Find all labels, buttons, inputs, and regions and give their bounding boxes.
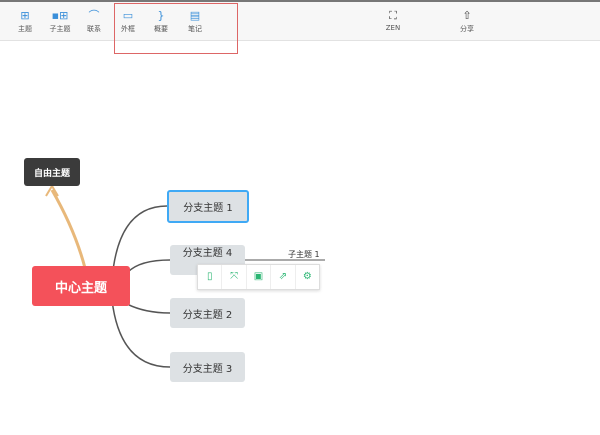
central-topic-node[interactable]: 中心主题 [32,266,130,306]
summary-button[interactable]: }概要 [144,8,178,34]
note-button[interactable]: ▤笔记 [178,8,212,34]
free-topic-connector [50,189,87,269]
title-bar-edge [0,0,600,2]
boundary-button[interactable]: ▭外框 [111,8,145,34]
mobile-icon[interactable]: ▯ [198,265,223,289]
summary-icon: } [157,9,165,22]
free-topic-node[interactable]: 自由主题 [24,158,80,186]
save-icon[interactable]: ▣ [247,265,272,289]
branch-topic-3[interactable]: 分支主题 3 [170,352,245,382]
subtopic-button[interactable]: ▪⊞子主题 [43,8,77,34]
fullscreen-icon: ⛶ [389,9,397,22]
boundary-icon: ▭ [122,9,134,22]
settings-icon[interactable]: ⚙ [302,271,312,282]
toolbar: ⊞主题 ▪⊞子主题 ⌒联系 ▭外框 }概要 ▤笔记 ⛶ZEN ⇧分享 [0,0,600,41]
relationship-button[interactable]: ⌒联系 [77,8,111,34]
relationship-icon: ⌒ [88,9,100,22]
subtopic-icon: ▪⊞ [51,9,69,22]
branch-line-4 [127,259,171,273]
note-icon: ▤ [189,9,201,22]
export-icon[interactable]: ⇗ [271,265,296,289]
topic-icon: ⊞ [20,9,30,22]
highlight-box [114,3,238,54]
topic-quick-toolbar: ▯ ⤧ ▣ ⇗ ⚙ [197,264,320,290]
expand-icon[interactable]: ⤧ [222,265,247,289]
share-icon: ⇧ [462,9,472,22]
subtopic-node[interactable]: 子主题 1 [288,250,320,259]
branch-topic-2[interactable]: 分支主题 2 [170,298,245,328]
share-button[interactable]: ⇧分享 [450,8,484,34]
branch-topic-1[interactable]: 分支主题 1 [167,190,249,223]
branch-line-1 [111,205,168,281]
topic-button[interactable]: ⊞主题 [8,8,42,34]
zen-button[interactable]: ⛶ZEN [376,8,410,32]
arrow-head [45,184,59,197]
branch-line-3 [111,299,171,368]
